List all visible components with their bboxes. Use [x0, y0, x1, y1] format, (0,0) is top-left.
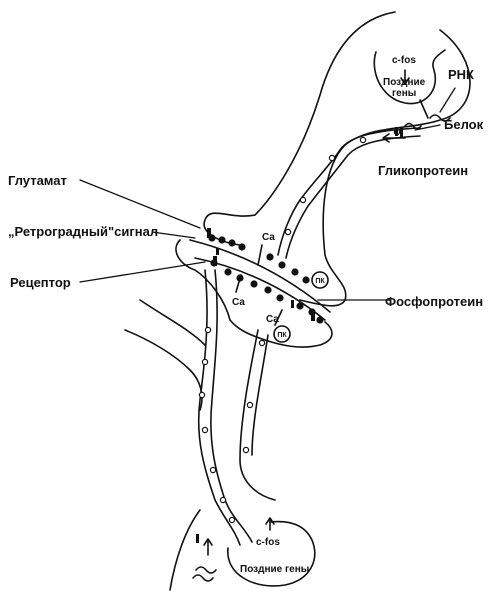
vesicle-circles	[198, 128, 401, 524]
calcium-label-3: Ca	[266, 314, 279, 325]
bottom-nucleus-late-genes: Поздние гены	[240, 564, 310, 575]
label-protein: Белок	[444, 117, 484, 132]
label-rna: РНК	[448, 67, 474, 82]
lower-axon-right2	[251, 334, 269, 456]
synaptic-band-inner	[194, 257, 326, 321]
upper-axon-inner	[285, 135, 421, 259]
protein-squiggle	[404, 122, 422, 130]
lower-axon-inner	[210, 269, 253, 543]
synaptic-band-outer	[189, 239, 331, 313]
receptor-dots	[208, 234, 324, 324]
lower-axon-outer	[197, 269, 241, 546]
label-retrograde-signal: „Ретроградный"сигнал	[8, 224, 159, 239]
lower-cell-far-left	[139, 299, 206, 346]
pointer-rna	[439, 87, 456, 113]
bottom-squiggle-1	[195, 566, 217, 574]
rna-squiggle	[429, 114, 451, 122]
calcium-arrow-3	[274, 309, 283, 326]
pointer-glutamate	[79, 179, 201, 229]
top-nucleus-late-genes-1: Поздние	[383, 77, 426, 88]
bottom-nucleus	[227, 520, 316, 587]
label-phosphoprotein: Фосфопротеин	[385, 294, 484, 309]
pointer-retrograde	[151, 231, 196, 239]
protein-kinase-circle-1	[311, 271, 329, 289]
pointer-receptor	[79, 261, 206, 283]
protein-kinase-label-2: ПК	[277, 332, 287, 339]
lower-cell-outline	[175, 239, 333, 348]
bottom-squiggle-2	[192, 574, 214, 582]
label-receptor: Рецептор	[10, 275, 71, 290]
protein-kinase-circle-2	[273, 325, 291, 343]
bottom-left-outline	[169, 509, 201, 591]
calcium-arrow-1	[257, 244, 263, 266]
protein-kinase-label-1: ПК	[315, 278, 325, 285]
channel-markers	[196, 127, 403, 543]
pointer-protein	[414, 124, 441, 131]
rna-arrow	[419, 99, 429, 119]
top-nucleus-cfos: c-fos	[392, 55, 416, 66]
top-nucleus	[373, 49, 446, 105]
lower-cell-left	[124, 329, 203, 411]
bottom-nucleus-cfos: c-fos	[256, 537, 280, 548]
label-glycoprotein: Гликопротеин	[378, 163, 469, 178]
lower-axon-right	[239, 329, 276, 501]
calcium-label-2: Ca	[232, 297, 245, 308]
upper-axon-outer	[277, 127, 421, 256]
upper-cell-outline	[203, 11, 396, 246]
calcium-label-1: Ca	[262, 232, 275, 243]
top-nucleus-late-genes-2: гены	[392, 88, 417, 99]
label-glutamate: Глутамат	[8, 173, 67, 188]
